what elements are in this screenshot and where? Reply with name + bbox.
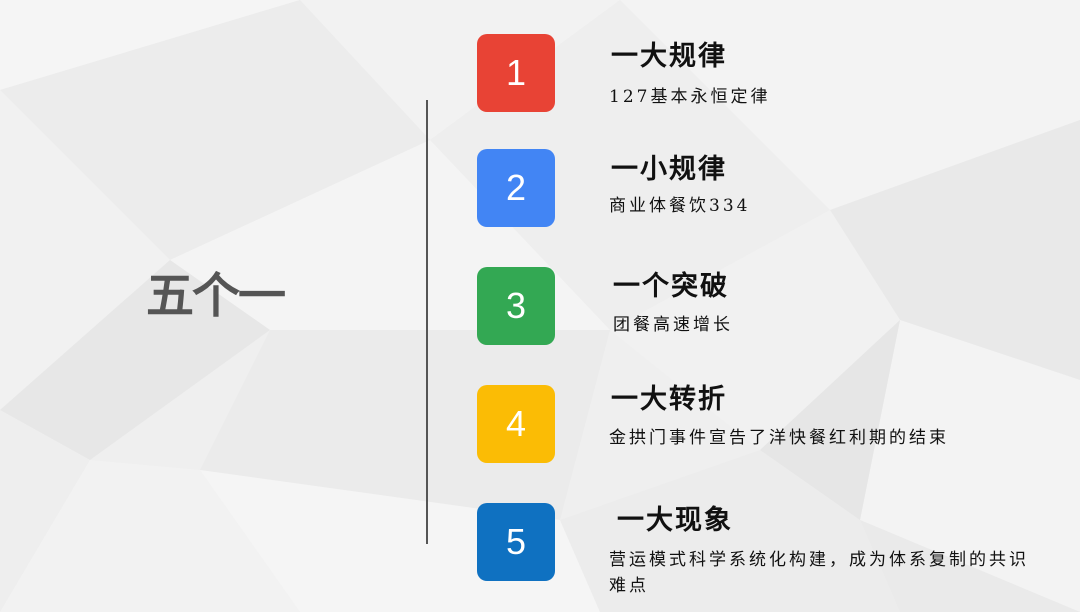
item-description: 团餐高速增长 bbox=[613, 315, 733, 335]
item-description: 金拱门事件宣告了洋快餐红利期的结束 bbox=[609, 428, 949, 448]
slide-title: 五个一 bbox=[146, 268, 286, 324]
list-item-4: 4 一大转折 金拱门事件宣告了洋快餐红利期的结束 bbox=[477, 384, 1057, 485]
list-item-3: 3 一个突破 团餐高速增长 bbox=[477, 267, 1057, 367]
item-title: 一个突破 bbox=[613, 271, 729, 302]
item-description: 营运模式科学系统化构建，成为体系复制的共识难点 bbox=[609, 550, 1029, 596]
item-title: 一大转折 bbox=[611, 384, 727, 415]
item-title: 一大规律 bbox=[611, 41, 727, 72]
item-description: 商业体餐饮334 bbox=[609, 196, 751, 216]
number-badge: 3 bbox=[477, 267, 555, 345]
vertical-divider bbox=[426, 100, 428, 544]
number-badge: 4 bbox=[477, 385, 555, 463]
list-item-1: 1 一大规律 127基本永恒定律 bbox=[477, 34, 1057, 134]
number-badge: 5 bbox=[477, 503, 555, 581]
item-title: 一大现象 bbox=[617, 505, 733, 536]
list-item-5: 5 一大现象 营运模式科学系统化构建，成为体系复制的共识难点 bbox=[477, 503, 1057, 603]
number-badge: 2 bbox=[477, 149, 555, 227]
item-title: 一小规律 bbox=[611, 154, 727, 185]
list-item-2: 2 一小规律 商业体餐饮334 bbox=[477, 149, 1057, 249]
number-badge: 1 bbox=[477, 34, 555, 112]
item-description: 127基本永恒定律 bbox=[609, 87, 771, 107]
